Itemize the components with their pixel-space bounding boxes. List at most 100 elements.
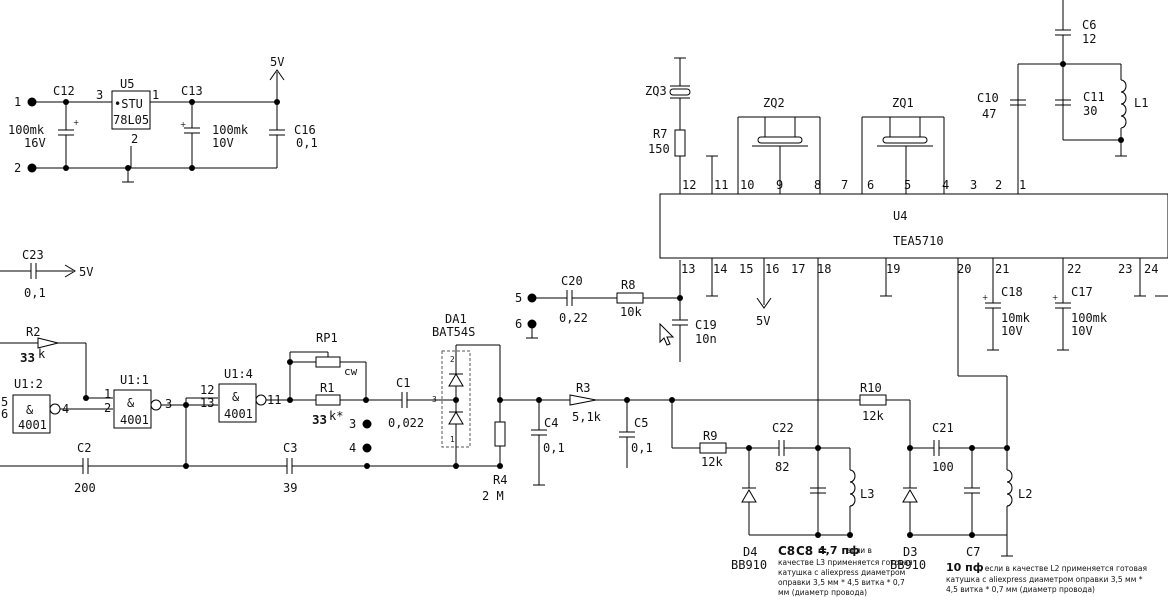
c10-val: 47 [982, 107, 996, 121]
u12-type: 4001 [18, 418, 47, 432]
d3-ref: D3 [903, 545, 917, 559]
port-1-label: 1 [14, 95, 21, 109]
c4-ref: C4 [544, 416, 558, 430]
u5-ref: U5 [120, 77, 134, 91]
u11-out: 3 [165, 397, 172, 411]
u4-top-pin-label: 10 [740, 178, 754, 192]
u12-ref: U1:2 [14, 377, 43, 391]
r3-val: 5,1k [572, 410, 602, 424]
zq3-crystal[interactable] [669, 88, 691, 96]
u5-regulator[interactable] [111, 90, 151, 130]
u11-in1: 1 [104, 387, 111, 401]
u4-top-pin-label: 5 [904, 178, 911, 192]
u4-bottom-pin-label: 20 [957, 262, 971, 276]
zq1-ref: ZQ1 [892, 96, 914, 110]
r9-val: 12k [701, 455, 723, 469]
r4-ref: R4 [493, 473, 507, 487]
jumper-4-label: 4 [349, 441, 356, 455]
u4-ref: U4 [893, 209, 907, 223]
u4-bottom-pin-label: 15 [739, 262, 753, 276]
l1-coil[interactable] [1120, 79, 1127, 129]
u14-in1: 12 [200, 383, 214, 397]
c21-ref: C21 [932, 421, 954, 435]
r2-suffix: k [38, 347, 46, 361]
r10-resistor[interactable] [859, 394, 887, 406]
c1-val: 0,022 [388, 416, 424, 430]
d4-varicap[interactable] [741, 489, 757, 503]
u11-ref: U1:1 [120, 373, 149, 387]
r1-resistor[interactable] [315, 394, 341, 406]
u4-top-pin-label: 2 [995, 178, 1002, 192]
u4-bottom-pin-label: 14 [713, 262, 727, 276]
l2-coil[interactable] [1006, 469, 1013, 507]
power-supply-section: 1 2 + C12 100mk 16V U5 •STU 78L05 3 1 2 [8, 55, 318, 183]
rf-tuning-section: R10 12k R9 12k C22 82 D4 BB910 L3 [671, 381, 1032, 572]
rp1-pot[interactable] [315, 356, 341, 368]
jumper-3[interactable] [362, 419, 372, 429]
c18-val1: 10mk [1001, 311, 1031, 325]
r7-resistor[interactable] [674, 129, 686, 157]
u4-bottom-pin-label: 18 [817, 262, 831, 276]
u14-type: 4001 [224, 407, 253, 421]
d3-type: BB910 [890, 558, 926, 572]
5v-top-label: 5V [270, 55, 284, 69]
c7-note-val: 10 пф [946, 561, 984, 574]
c8-note-l5: мм (диаметр провода) [778, 588, 867, 597]
jumper-3-label: 3 [349, 417, 356, 431]
c22-ref: C22 [772, 421, 794, 435]
d3-varicap[interactable] [902, 489, 918, 503]
zq3-ref: ZQ3 [645, 84, 667, 98]
zq2-filter[interactable] [757, 136, 803, 144]
zq2-ref: ZQ2 [763, 96, 785, 110]
u4-bottom-pin-label: 19 [886, 262, 900, 276]
u11-in2: 2 [104, 401, 111, 415]
c23-val: 0,1 [24, 286, 46, 300]
detector-section: RP1 cw R1 33 k* 3 4 C1 0,022 DA1 BAT54S [287, 312, 507, 503]
c18-val2: 10V [1001, 324, 1023, 338]
r3-resistor[interactable] [569, 394, 597, 406]
svg-text:+: + [73, 118, 79, 127]
l3-coil[interactable] [849, 469, 856, 507]
u4-top-pin-label: 11 [714, 178, 728, 192]
u14-gate[interactable] [218, 383, 257, 423]
logic-section: R2 33 k U1:2 & 4001 5 6 4 U1:1 & 4001 1 … [0, 325, 290, 465]
c20-ref: C20 [561, 274, 583, 288]
r10-ref: R10 [860, 381, 882, 395]
r3-ref: R3 [576, 381, 590, 395]
c17-val1: 100mk [1071, 311, 1108, 325]
filter-section: C4 0,1 R3 5,1k C5 0,1 [500, 381, 675, 486]
c11-ref: C11 [1083, 90, 1105, 104]
c8-note-l4: оправки 3,5 мм * 4,5 витка * 0,7 [778, 578, 905, 587]
c8-note-l2: качестве L3 применяется готовая [778, 558, 913, 567]
da1-pin1: 1 [450, 435, 455, 444]
r1-suffix: k* [329, 409, 343, 423]
c13-val2: 10V [212, 136, 234, 150]
r1-val: 33 [312, 412, 327, 427]
c17-ref: C17 [1071, 285, 1093, 299]
u4-bottom-pin-label: 21 [995, 262, 1009, 276]
r9-resistor[interactable] [699, 442, 727, 454]
c23-section: C23 5V 0,1 [0, 248, 93, 300]
r7-val: 150 [648, 142, 670, 156]
c8-note-val: 4,7 пф [818, 544, 860, 557]
c16-val: 0,1 [296, 136, 318, 150]
u4-chip[interactable] [659, 193, 1168, 259]
u14-ref: U1:4 [224, 367, 253, 381]
jumper-4[interactable] [362, 443, 372, 453]
c5-val: 0,1 [631, 441, 653, 455]
c23-ref: C23 [22, 248, 44, 262]
r2-val: 33 [20, 350, 35, 365]
r8-resistor[interactable] [616, 292, 644, 304]
zq1-filter[interactable] [882, 136, 928, 144]
r4-resistor[interactable] [494, 421, 506, 447]
u11-gate[interactable] [113, 389, 152, 429]
da1-pin2: 2 [450, 355, 455, 364]
c8-note-head: C8 = [796, 544, 827, 558]
u12-gate[interactable] [12, 394, 51, 434]
c7-note-l1: , если в качестве L2 применяется готовая [980, 564, 1147, 573]
rp1-ref: RP1 [316, 331, 338, 345]
l1-ref: L1 [1134, 96, 1148, 110]
